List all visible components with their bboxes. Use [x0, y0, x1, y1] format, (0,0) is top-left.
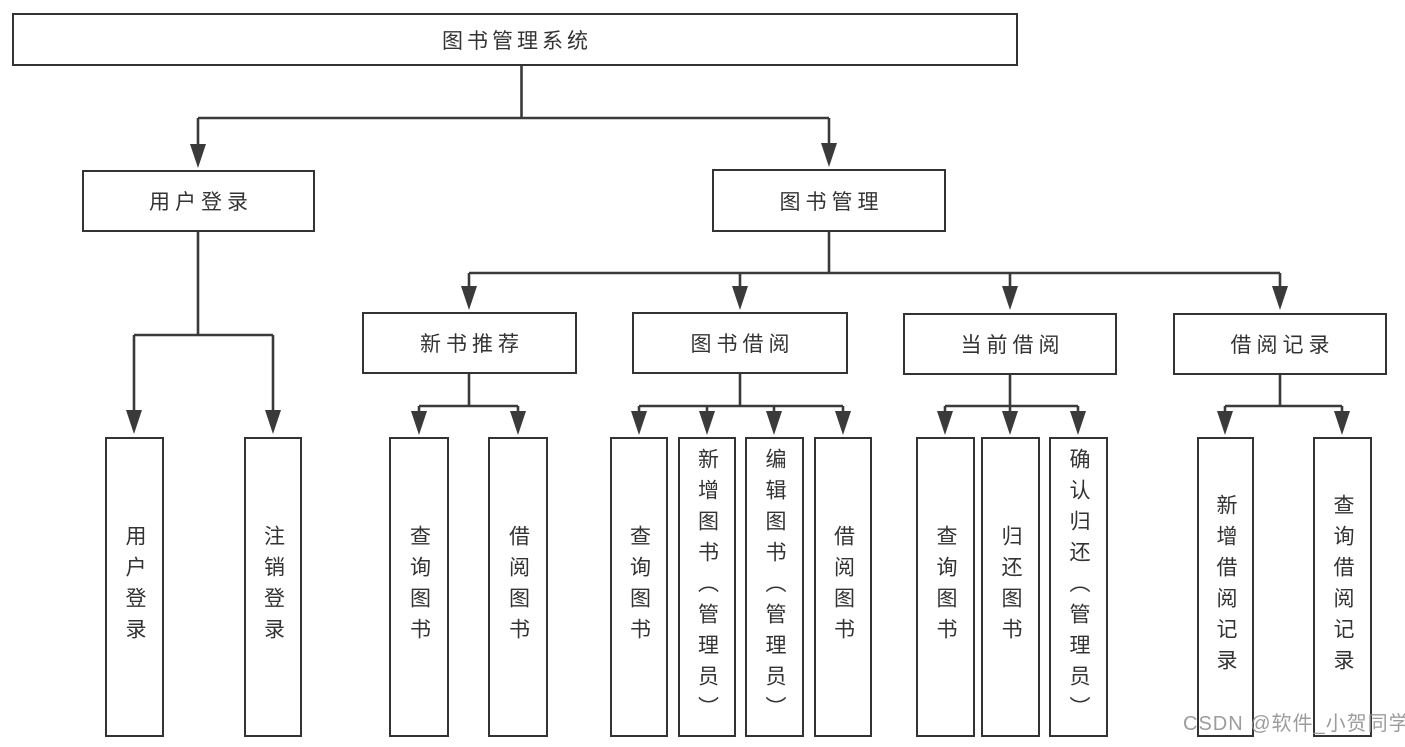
node-leaf-edit-books-admin: 编辑图书（管理员）	[745, 437, 804, 737]
node-label: 借阅图书	[831, 525, 855, 649]
node-label: 借阅图书	[506, 525, 530, 649]
node-leaf-borrow-books-recommend: 借阅图书	[488, 437, 548, 737]
node-leaf-confirm-return-admin: 确认归还（管理员）	[1049, 437, 1108, 737]
node-label: 确认归还（管理员）	[1067, 447, 1090, 727]
node-label: 编辑图书（管理员）	[763, 447, 786, 727]
node-label: 新增图书（管理员）	[695, 447, 719, 727]
node-label: 查询借阅记录	[1331, 494, 1354, 680]
csdn-watermark: CSDN @软件_小贺同学	[1183, 713, 1405, 735]
node-label: 查询图书	[627, 525, 651, 649]
node-label: 用户登录	[123, 525, 146, 649]
node-borrowing-records: 借阅记录	[1173, 313, 1387, 375]
node-leaf-query-borrow-record: 查询借阅记录	[1313, 437, 1372, 737]
node-new-book-recommend: 新书推荐	[362, 312, 577, 374]
node-leaf-query-books-current: 查询图书	[916, 437, 975, 737]
node-leaf-user-login: 用户登录	[105, 437, 164, 737]
node-leaf-add-books-admin: 新增图书（管理员）	[678, 437, 736, 737]
node-user-login: 用户登录	[82, 170, 315, 232]
node-leaf-query-books-borrowing: 查询图书	[610, 437, 668, 737]
node-label: 图书借阅	[690, 333, 795, 356]
node-leaf-return-books: 归还图书	[981, 437, 1040, 737]
node-label: 新书推荐	[420, 333, 524, 356]
node-leaf-add-borrow-record: 新增借阅记录	[1197, 437, 1254, 737]
node-library-management-system: 图书管理系统	[12, 13, 1018, 66]
node-label: 查询图书	[407, 525, 431, 649]
node-label: 借阅记录	[1230, 334, 1335, 357]
node-leaf-borrow-books: 借阅图书	[814, 437, 872, 737]
node-label: 新增借阅记录	[1214, 494, 1237, 680]
node-book-management: 图书管理	[712, 169, 946, 232]
node-label: 查询图书	[934, 525, 957, 649]
node-label: 用户登录	[149, 191, 253, 214]
node-current-borrowing: 当前借阅	[903, 313, 1117, 375]
node-label: 当前借阅	[960, 334, 1065, 357]
node-label: 图书管理	[779, 190, 884, 214]
node-label: 归还图书	[999, 525, 1022, 649]
node-book-borrowing: 图书借阅	[632, 312, 848, 374]
node-label: 注销登录	[261, 525, 285, 649]
node-label: 图书管理系统	[442, 29, 592, 53]
node-leaf-query-books-recommend: 查询图书	[389, 437, 449, 737]
arrowheads	[126, 143, 1350, 435]
node-leaf-logout: 注销登录	[244, 437, 302, 737]
